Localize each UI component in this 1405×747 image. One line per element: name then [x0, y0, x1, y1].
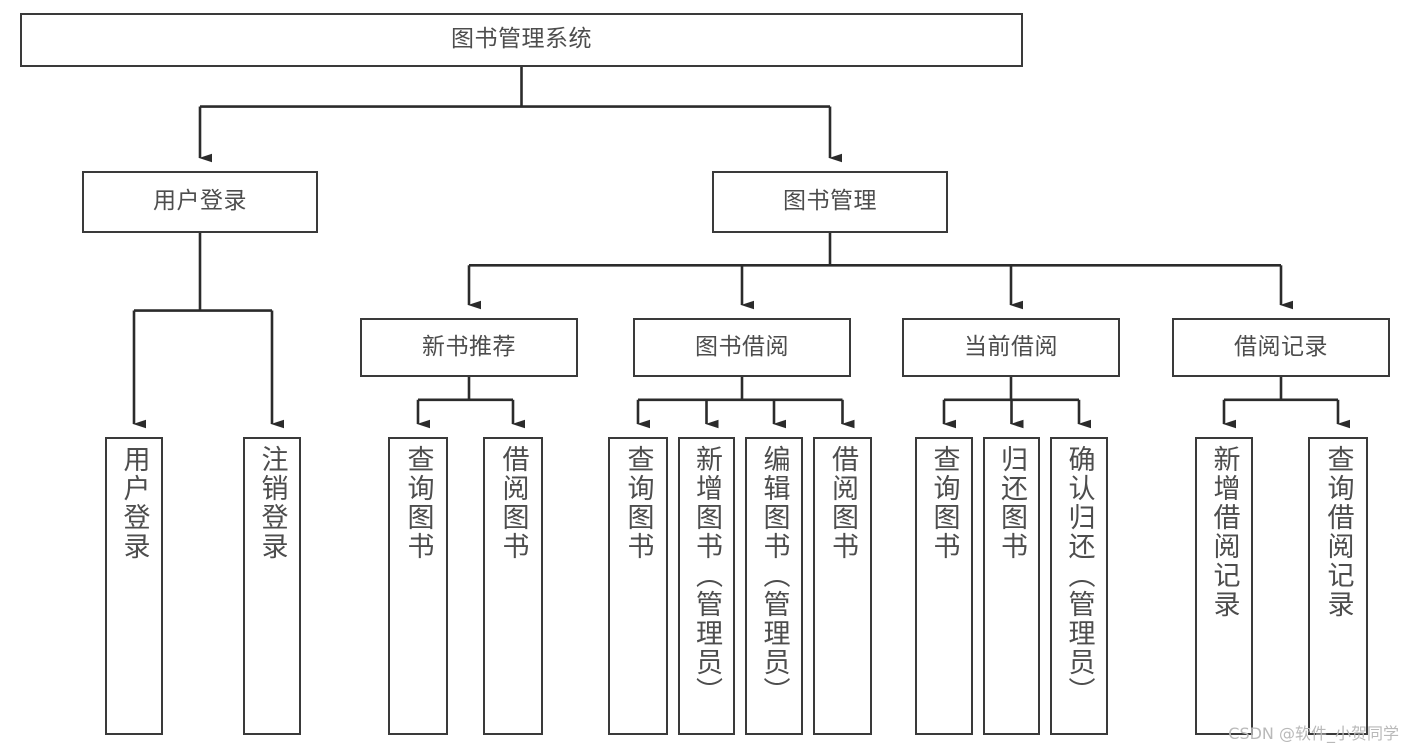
node-label-leaf-bb-edit: 编辑图书（管理员）: [758, 445, 790, 706]
node-book-manage[interactable]: 图书管理: [712, 171, 948, 233]
node-label-root: 图书管理系统: [451, 26, 592, 53]
node-leaf-cb-return[interactable]: 归还图书: [983, 437, 1040, 735]
node-label-leaf-bb-borrow: 借阅图书: [827, 445, 858, 561]
node-leaf-rec-borrow[interactable]: 借阅图书: [483, 437, 543, 735]
node-user-login[interactable]: 用户登录: [82, 171, 318, 233]
node-label-new-book-rec: 新书推荐: [422, 333, 516, 360]
node-book-borrow[interactable]: 图书借阅: [633, 318, 851, 377]
node-label-leaf-bb-query: 查询图书: [622, 445, 654, 561]
node-leaf-cb-query[interactable]: 查询图书: [915, 437, 973, 735]
node-leaf-bb-query[interactable]: 查询图书: [608, 437, 668, 735]
node-label-borrow-record: 借阅记录: [1234, 333, 1328, 360]
node-leaf-bb-edit[interactable]: 编辑图书（管理员）: [745, 437, 803, 735]
node-current-borrow[interactable]: 当前借阅: [902, 318, 1120, 377]
node-label-leaf-bb-add: 新增图书（管理员）: [691, 445, 722, 706]
node-leaf-user-login[interactable]: 用户登录: [105, 437, 163, 735]
node-label-leaf-cb-return: 归还图书: [996, 445, 1027, 561]
node-label-leaf-cb-query: 查询图书: [928, 445, 960, 561]
node-label-leaf-user-logout: 注销登录: [256, 445, 288, 561]
node-label-leaf-cb-confirm: 确认归还（管理员）: [1063, 445, 1095, 706]
node-borrow-record[interactable]: 借阅记录: [1172, 318, 1390, 377]
node-label-current-borrow: 当前借阅: [964, 333, 1058, 360]
node-leaf-br-query[interactable]: 查询借阅记录: [1308, 437, 1368, 735]
node-label-leaf-br-query: 查询借阅记录: [1322, 445, 1354, 619]
node-label-user-login: 用户登录: [153, 188, 247, 215]
node-label-leaf-br-add: 新增借阅记录: [1208, 445, 1240, 619]
node-label-leaf-rec-query: 查询图书: [402, 445, 434, 561]
watermark-text: CSDN @软件_小贺同学: [1228, 724, 1399, 743]
node-label-leaf-rec-borrow: 借阅图书: [497, 445, 529, 561]
node-root[interactable]: 图书管理系统: [20, 13, 1023, 67]
node-leaf-br-add[interactable]: 新增借阅记录: [1195, 437, 1253, 735]
node-label-book-borrow: 图书借阅: [695, 333, 789, 360]
node-leaf-cb-confirm[interactable]: 确认归还（管理员）: [1050, 437, 1108, 735]
node-new-book-rec[interactable]: 新书推荐: [360, 318, 578, 377]
node-leaf-bb-borrow[interactable]: 借阅图书: [813, 437, 872, 735]
node-label-book-manage: 图书管理: [783, 188, 877, 215]
node-leaf-user-logout[interactable]: 注销登录: [243, 437, 301, 735]
node-leaf-bb-add[interactable]: 新增图书（管理员）: [678, 437, 735, 735]
node-label-leaf-user-login: 用户登录: [118, 445, 150, 561]
node-leaf-rec-query[interactable]: 查询图书: [388, 437, 448, 735]
